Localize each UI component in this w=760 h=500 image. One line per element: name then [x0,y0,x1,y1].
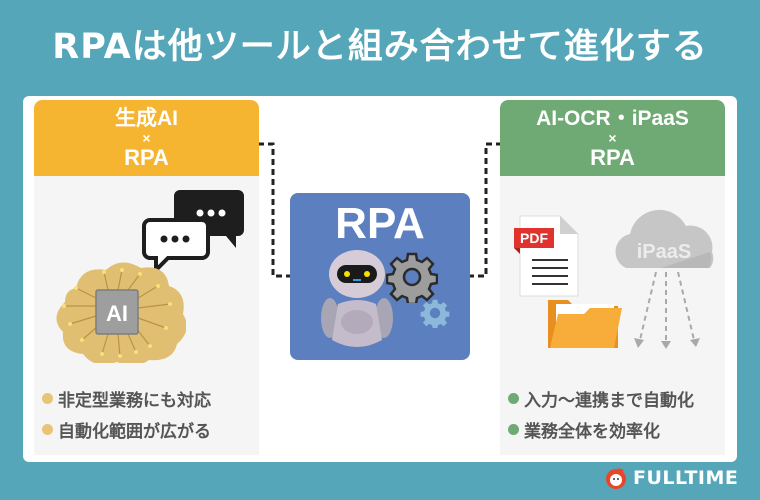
bullet-dot-icon [42,393,53,404]
logo-text: FULLTIME [633,467,739,489]
fulltime-logo: FULLTIME [604,466,738,490]
fulltime-logo-icon [606,468,626,489]
bullet-dot-icon [42,424,53,435]
svg-text:AI: AI [106,301,128,326]
ai-brain-chip-icon: AI [56,262,186,363]
svg-text:PDF: PDF [520,230,548,246]
header-line2: RPA [124,144,169,170]
connector-left [258,142,290,278]
bullet-dot-icon [508,393,519,404]
small-gear-icon [420,299,450,328]
header-line1: 生成AI [115,106,178,130]
pdf-document-icon: PDF [514,215,579,297]
bullet-list: 入力～連携まで自動化 業務全体を効率化 [508,383,694,445]
bullet-item: 業務全体を効率化 [508,414,694,445]
genai-rpa-card: 生成AI × RPA AI 非定型業務にも対応 自動化範囲が広がる [34,100,259,455]
page-title: RPAは他ツールと組み合わせて進化する [52,27,708,67]
card-header: 生成AI × RPA [34,100,259,176]
chat-bubbles-icon [142,190,244,275]
cloud-icon: iPaaS [615,209,714,349]
header-times: × [608,129,617,146]
header-line1: AI-OCR・iPaaS [536,106,689,130]
rpa-label: RPA [335,199,425,248]
gear-icon [386,252,438,303]
aiocr-ipaas-rpa-card: AI-OCR・iPaaS × RPA PDF iPaaS 入力～連携まで自動化 … [500,100,725,455]
folder-icon [548,300,622,348]
header-times: × [142,129,151,146]
rpa-box: RPA [290,193,470,360]
bullet-dot-icon [508,424,519,435]
bullet-item: 入力～連携まで自動化 [508,383,694,414]
bullet-item: 自動化範囲が広がる [42,414,211,445]
header-line2: RPA [590,144,635,170]
bullet-list: 非定型業務にも対応 自動化範囲が広がる [42,383,211,445]
bullet-item: 非定型業務にも対応 [42,383,211,414]
svg-text:iPaaS: iPaaS [637,241,691,263]
robot-icon [321,250,393,347]
card-header: AI-OCR・iPaaS × RPA [500,100,725,176]
connector-right [470,142,502,278]
